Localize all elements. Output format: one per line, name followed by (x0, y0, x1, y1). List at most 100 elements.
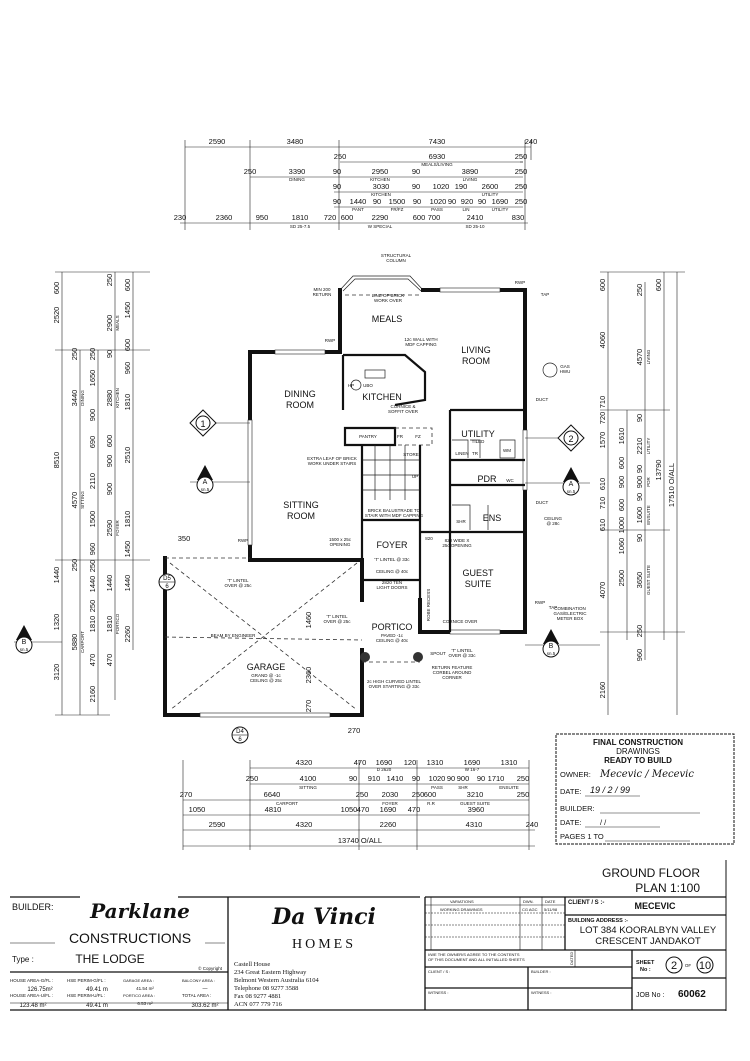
dimension-room-label: W 16-7 (465, 767, 480, 772)
room-guest-suite: SUITE (465, 579, 492, 589)
note: BEAM BY ENGINEER (211, 633, 256, 638)
dimension-label: 4100 (300, 774, 317, 783)
dimension-label: 4310 (466, 820, 483, 829)
stamp-heading: DRAWINGS (616, 747, 660, 756)
grid-marker-1: 1 (189, 409, 250, 437)
dimension-room-label: PORTICO (115, 613, 120, 634)
builder-subtitle: CONSTRUCTIONS (69, 930, 191, 946)
date-label: DATE: (560, 818, 582, 827)
section-sheet: sn.5 (567, 489, 576, 494)
note: BRICK BALUSTRADE TO (368, 508, 421, 513)
dimension-label: 470 (88, 654, 97, 667)
dimension-label: 240 (525, 137, 538, 146)
dimension-label: 90 (635, 493, 644, 501)
company-address: Castell House 234 Great Eastern Highway … (234, 961, 319, 1008)
dimension-label: 250 (70, 348, 79, 361)
note: ROBE RECESS (426, 589, 431, 622)
dimension-label: 4320 (296, 820, 313, 829)
dimension-label: 1710 (488, 774, 505, 783)
dimension-label: 13790 (654, 460, 663, 481)
note: RWP (535, 600, 545, 605)
stamp-heading: READY TO BUILD (604, 756, 672, 765)
note: RWP (515, 280, 525, 285)
owner-label: OWNER: (560, 770, 591, 779)
stamp-heading: FINAL CONSTRUCTION (593, 738, 683, 747)
note: SHR (456, 519, 466, 524)
construction-stamp: FINAL CONSTRUCTION DRAWINGS READY TO BUI… (555, 733, 735, 845)
dimension-label: 250 (356, 790, 369, 799)
dimension-label: 2210 (635, 438, 644, 455)
note: CEILING (544, 516, 563, 521)
dimension-room-label: SHR (458, 785, 468, 790)
company-subtitle: HOMES (292, 937, 356, 952)
dimension-label: 250 (88, 560, 97, 573)
section-marker-b-left: B sn.5 (14, 625, 62, 654)
note: UBO (363, 383, 373, 388)
detail-sheet: 6 (238, 737, 242, 743)
type-value: THE LODGE (75, 952, 144, 966)
dimension-label: 2900 (105, 315, 114, 332)
agreement-text: OF THIS DOCUMENT AND ALL INITIALLED SHEE… (428, 957, 525, 962)
area-label: HSE PERIM-U/FL : (67, 993, 105, 998)
note: OPENING (330, 542, 351, 547)
room-labels: MEALS LIVING ROOM DINING ROOM KITCHEN UT… (247, 314, 502, 672)
dimension-label: 1810 (105, 616, 114, 633)
dimension-label: 470 (357, 805, 370, 814)
dimension-label: 600 (413, 213, 426, 222)
dimension-label: 250 (244, 167, 257, 176)
variation-row: WORKING DRAWINGS (440, 907, 483, 912)
dimension-label: 250 (635, 625, 644, 638)
dimension-label: 1650 (88, 370, 97, 387)
dimension-label: 600 (105, 435, 114, 448)
dimension-room-label: FR/FZ (391, 207, 404, 212)
dimension-room-label: W SPECIAL (368, 224, 393, 229)
note: TR (472, 451, 479, 456)
note: EXTRA LEAF OF BRICK (307, 456, 357, 461)
area-value: 303.62 m² (191, 1003, 218, 1009)
dimension-room-label: UTILITY (492, 207, 509, 212)
note: CEILING @ 40c (376, 569, 409, 574)
job-number: 60062 (678, 989, 706, 1000)
gas-hwu-symbol (542, 362, 558, 378)
dimension-label: 720 (324, 213, 337, 222)
note: WM (503, 448, 511, 453)
builder-signature-label: BUILDER : (531, 969, 551, 974)
note: CORNICE & (390, 404, 415, 409)
note: 25c OPENING (442, 543, 472, 548)
dimension-label: 1500 (88, 511, 97, 528)
dimension-label: 1050 (189, 805, 206, 814)
note: FR (397, 434, 404, 439)
note: COLUMN (386, 258, 406, 263)
dimension-label: 470 (408, 805, 421, 814)
dimension-label: 3480 (287, 137, 304, 146)
area-label: HOUSE AREA-U/FL : (10, 993, 53, 998)
dimension-label: 1810 (292, 213, 309, 222)
dimension-room-label: KITCHEN (115, 388, 120, 408)
room-guest-suite: GUEST (462, 568, 494, 578)
dimension-label: 2950 (372, 167, 389, 176)
dimension-room-label: KITCHEN (370, 177, 390, 182)
dimension-room-label: PASS (431, 207, 443, 212)
note: PANTRY (359, 434, 377, 439)
note: CEILING @ 40c (376, 638, 409, 643)
room-foyer: FOYER (376, 540, 408, 550)
dimension-label: 2160 (88, 686, 97, 703)
room-sitting: ROOM (287, 511, 315, 521)
dimension-label: 3890 (462, 167, 479, 176)
room-living: ROOM (462, 356, 490, 366)
dimension-label: 2260 (380, 820, 397, 829)
dimension-label: 2160 (598, 682, 607, 699)
note: 820 (425, 536, 433, 541)
dimension-label: 4070 (598, 582, 607, 599)
portico-column (413, 652, 423, 662)
dimension-label: 610 (598, 478, 607, 491)
dimension-label: 270 (180, 790, 193, 799)
section-sheet: sn.5 (201, 487, 210, 492)
note: RWP (238, 538, 248, 543)
note: 'T' LINTEL (327, 614, 348, 619)
dimension-label: 2520 (52, 307, 61, 324)
dimension-label: 230 (174, 213, 187, 222)
dimension-label: 1320 (52, 614, 61, 631)
dimension-label: 600 (52, 282, 61, 295)
